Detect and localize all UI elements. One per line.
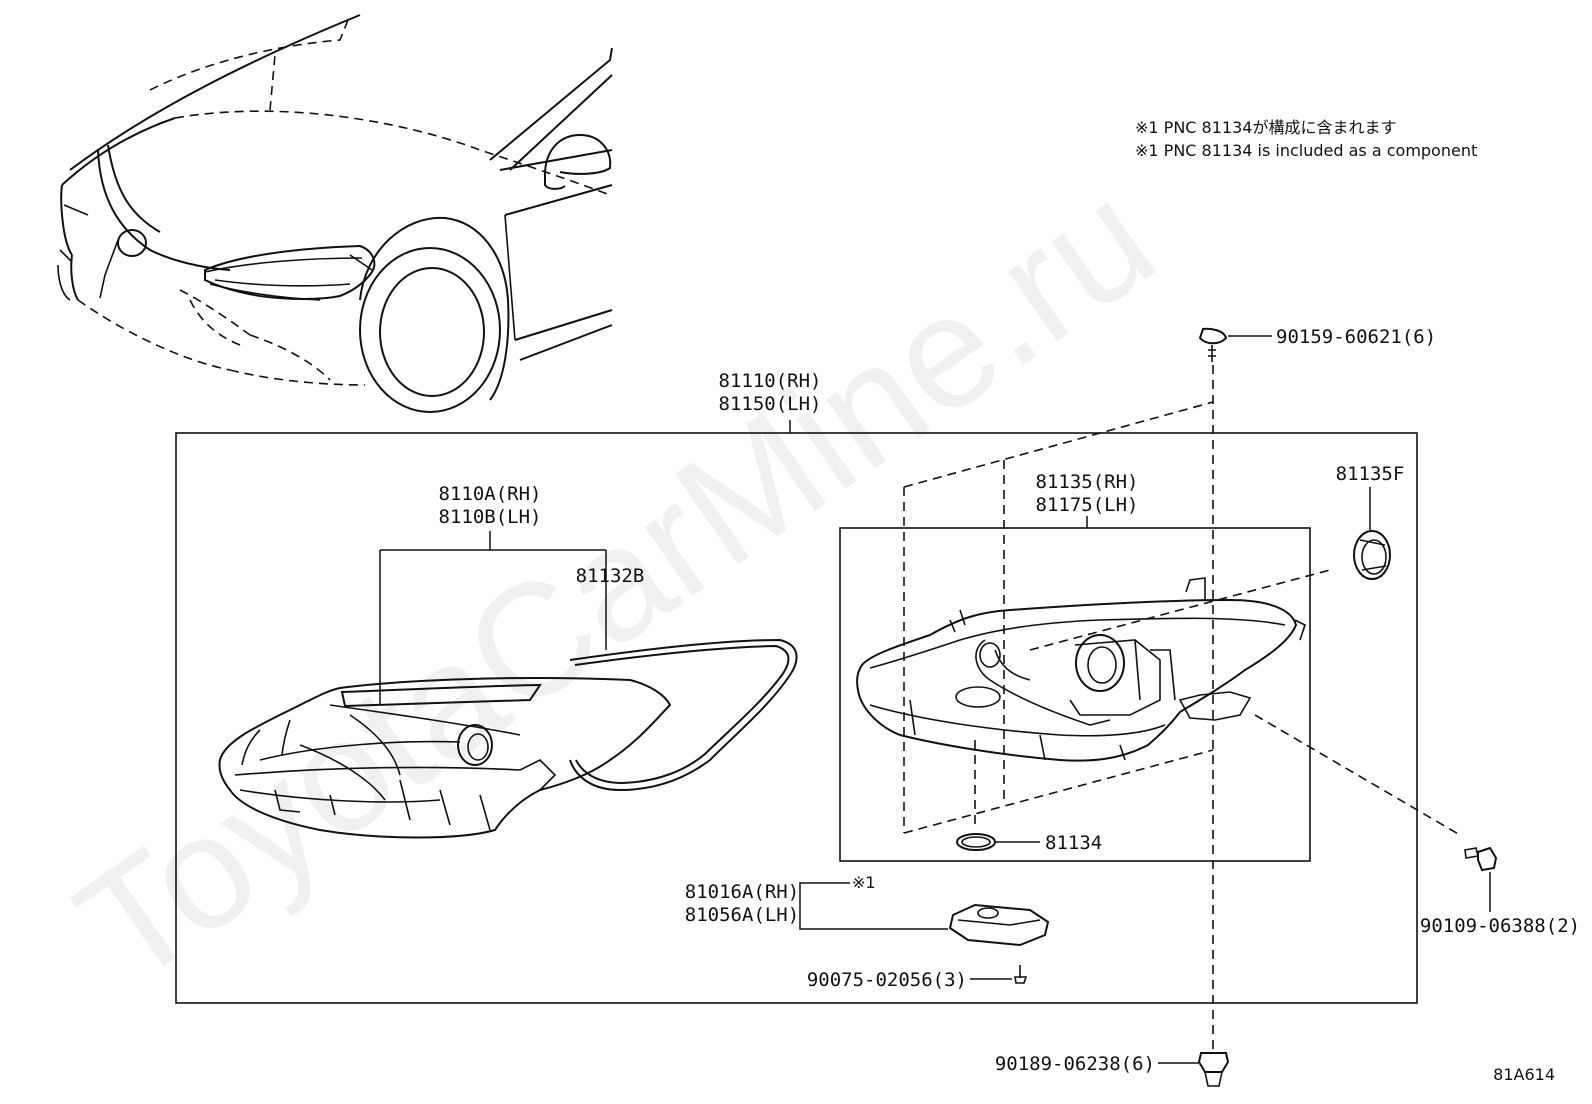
callout-81056a-lh: 81056A(LH) <box>685 904 799 926</box>
callout-81135f: 81135F <box>1336 463 1405 485</box>
clip-part-bottom <box>1197 1052 1230 1087</box>
callout-81175-lh: 81175(LH) <box>1036 494 1139 516</box>
callout-81134: 81134 <box>1045 832 1102 854</box>
callout-81135-rh: 81135(RH) <box>1036 471 1139 493</box>
callout-90189-06238: 90189-06238(6) <box>995 1053 1155 1075</box>
callout-90109-06388: 90109-06388(2) <box>1420 915 1580 937</box>
reflector-frame <box>839 527 1311 862</box>
bolt-part-right <box>1464 846 1498 872</box>
bulb-o-ring-part <box>956 833 996 851</box>
component-note-english: ※1 PNC 81134 is included as a component <box>1135 141 1477 160</box>
component-mark: ※1 <box>852 873 876 892</box>
component-note-japanese: ※1 PNC 81134が構成に含まれます <box>1135 118 1396 137</box>
callout-81016a-rh: 81016A(RH) <box>685 881 799 903</box>
callout-8110a-rh: 8110A(RH) <box>439 483 542 505</box>
assembly-frame <box>175 432 1418 1004</box>
headlamp-lens-housing <box>218 638 798 839</box>
headlamp-reflector-housing <box>856 577 1306 762</box>
callout-81132b: 81132B <box>576 565 645 587</box>
discharge-computer-part <box>948 903 1050 947</box>
callout-81110-rh: 81110(RH) <box>719 370 822 392</box>
screw-part-top <box>1198 327 1228 362</box>
callout-8110b-lh: 8110B(LH) <box>439 506 542 528</box>
callout-90075-02056: 90075-02056(3) <box>807 969 967 991</box>
screw-part-computer <box>1014 965 1028 984</box>
callout-81150-lh: 81150(LH) <box>719 393 822 415</box>
headlamp-cap-part <box>1353 530 1391 580</box>
diagram-code: 81A614 <box>1493 1065 1555 1084</box>
vehicle-front-illustration <box>57 14 613 413</box>
callout-90159-60621: 90159-60621(6) <box>1276 326 1436 348</box>
